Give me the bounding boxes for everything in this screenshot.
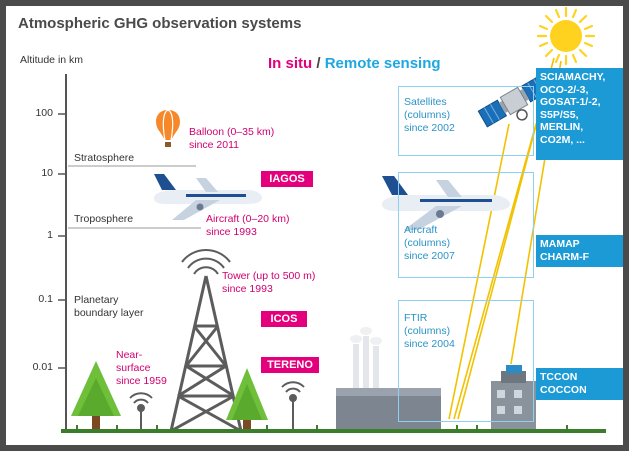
- satellites-panel: [398, 86, 534, 156]
- ftir-label: FTIR (columns) since 2004: [404, 312, 455, 351]
- near-surface-label: Near- surface since 1959: [116, 349, 167, 388]
- sun-icon: [536, 6, 596, 66]
- satellite-missions-box: SCIAMACHY, OCO-2/-3, GOSAT-1/-2, S5P/S5,…: [536, 68, 623, 160]
- balloon-label-line2: since 2011: [189, 139, 240, 151]
- near-surface-line1: Near-: [116, 349, 143, 361]
- icos-badge: ICOS: [261, 311, 307, 327]
- mission-item: MERLIN,: [540, 121, 584, 133]
- diagram-graphics: [58, 6, 606, 433]
- aircraft-insitu-line2: since 1993: [206, 226, 257, 238]
- tower-icon: [169, 249, 243, 433]
- ground-missions-box: TCCON COCCON: [536, 368, 623, 400]
- mission-item: S5P/S5,: [540, 108, 579, 121]
- axis-tick-label: 10: [41, 167, 53, 179]
- aircraft-rs-line3: since 2007: [404, 250, 455, 262]
- mission-item: GOSAT-1/-2,: [540, 96, 601, 108]
- mission-item: CHARM-F: [540, 250, 589, 263]
- mission-item: COCCON: [540, 383, 587, 396]
- tower-label-line1: Tower (up to 500 m): [222, 270, 316, 282]
- aircraft-rs-line2: (columns): [404, 237, 451, 249]
- diagram-title: Atmospheric GHG observation systems: [18, 15, 302, 32]
- tereno-badge: TERENO: [261, 357, 319, 373]
- aircraft-insitu-line1: Aircraft (0–20 km): [206, 213, 290, 225]
- satellites-line3: since 2002: [404, 122, 455, 134]
- balloon-label: Balloon (0–35 km) since 2011: [189, 126, 274, 152]
- layer-pbl-line2: boundary layer: [74, 307, 144, 319]
- axis-tick-label: 0.01: [32, 361, 53, 373]
- layer-pbl-line1: Planetary: [74, 294, 119, 306]
- ftir-line3: since 2004: [404, 338, 455, 350]
- balloon-icon: [156, 109, 180, 147]
- antenna-icon: [281, 381, 305, 431]
- layer-pbl: Planetary boundary layer: [74, 294, 143, 320]
- satellites-label: Satellites (columns) since 2002: [404, 96, 455, 135]
- mission-item: OCO-2/-3,: [540, 83, 589, 96]
- aircraft-rs-label: Aircraft (columns) since 2007: [404, 224, 455, 263]
- tower-label: Tower (up to 500 m) since 1993: [222, 270, 315, 296]
- aircraft-insitu-label: Aircraft (0–20 km) since 1993: [206, 213, 289, 239]
- ftir-line1: FTIR: [404, 312, 428, 324]
- legend: In situ / Remote sensing: [268, 55, 441, 72]
- axis-title: Altitude in km: [20, 54, 84, 66]
- legend-remote-sensing: Remote sensing: [324, 55, 441, 72]
- antenna-icon: [129, 392, 153, 431]
- mission-item: SCIAMACHY,: [540, 71, 606, 83]
- iagos-badge: IAGOS: [261, 171, 313, 187]
- factory-icon: [336, 327, 441, 431]
- near-surface-line2: surface: [116, 362, 151, 374]
- tree-icon: [71, 361, 121, 430]
- tree-icon: [226, 368, 268, 431]
- mission-item: MAMAP: [540, 238, 580, 250]
- ftir-panel: [398, 300, 534, 422]
- ground-line: [61, 429, 606, 433]
- mission-item: TCCON: [540, 371, 578, 383]
- axis-tick-label: 100: [35, 107, 53, 119]
- building-icon: [491, 365, 536, 431]
- aircraft-rs-panel: [398, 172, 534, 278]
- aircraft-icon: [154, 174, 262, 220]
- legend-in-situ: In situ: [268, 55, 313, 72]
- axis-tick-label: 0.1: [38, 293, 53, 305]
- aircraft-missions-box: MAMAP CHARM-F: [536, 235, 623, 267]
- mission-item: CO2M, ...: [540, 133, 585, 146]
- layer-stratosphere: Stratosphere: [74, 152, 135, 164]
- diagram-frame: Atmospheric GHG observation systems Alti…: [6, 6, 623, 445]
- axis-tick-label: 1: [47, 229, 53, 241]
- layer-troposphere: Troposphere: [74, 213, 134, 225]
- tower-label-line2: since 1993: [222, 283, 273, 295]
- aircraft-icon: [382, 176, 510, 230]
- legend-separator: /: [312, 55, 325, 72]
- aircraft-rs-line1: Aircraft: [404, 224, 438, 236]
- balloon-label-line1: Balloon (0–35 km): [189, 126, 275, 138]
- near-surface-line3: since 1959: [116, 375, 167, 387]
- satellites-line1: Satellites: [404, 96, 447, 108]
- ftir-line2: (columns): [404, 325, 451, 337]
- satellites-line2: (columns): [404, 109, 451, 121]
- satellite-icon: [477, 74, 551, 128]
